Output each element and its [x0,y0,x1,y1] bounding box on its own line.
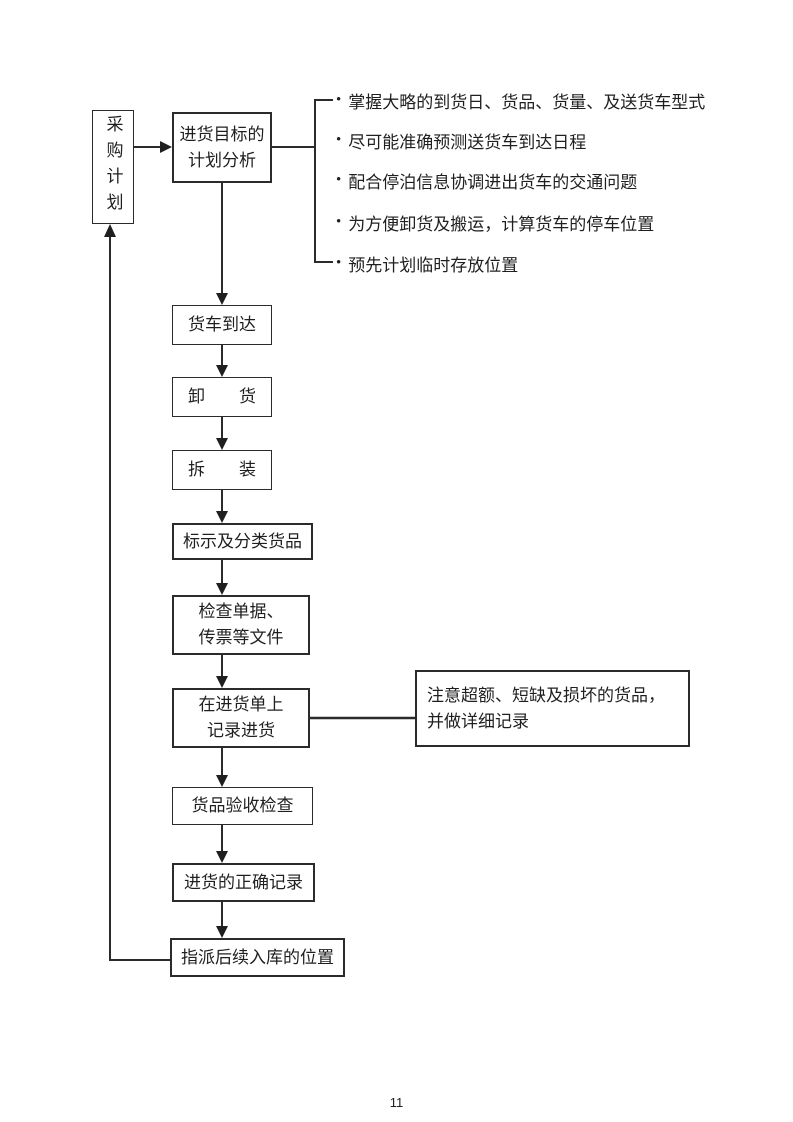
flow-box-purchase-plan: 采购计划 [92,110,134,224]
flow-box-unload-label: 卸 货 [188,387,256,406]
bullet-text-4: 为方便卸货及搬运，计算货车的停车位置 [348,214,655,234]
arrowhead-into-inspect [216,775,228,787]
flow-box-check-documents: 检查单据、 传票等文件 [172,595,310,655]
flow-box-inspection-label: 货品验收检查 [191,796,294,815]
flow-box-unload: 卸 货 [172,377,272,417]
arrowhead-into-docs [216,583,228,595]
flow-box-classify: 标示及分类货品 [172,523,313,560]
bullet-text-1: 掌握大略的到货日、货品、货量、及送货车型式 [348,92,706,112]
arrowhead-into-record [216,676,228,688]
connector-feedback-loop [109,237,170,961]
bullet-icon: • [336,254,342,271]
flow-box-check-documents-label: 检查单据、 传票等文件 [198,602,284,647]
arrowhead-into-classify [216,511,228,523]
arrowhead-into-plan [104,224,116,237]
flow-box-truck-arrival-label: 货车到达 [188,315,256,334]
flow-box-assign-location: 指派后续入库的位置 [170,938,345,977]
bullet-icon: • [336,171,342,188]
flow-box-correct-record-label: 进货的正确记录 [184,872,303,892]
arrowhead-into-arrival [216,293,228,305]
bullet-text-5: 预先计划临时存放位置 [348,255,519,275]
flow-box-truck-arrival: 货车到达 [172,305,272,345]
bullet-icon: • [336,91,342,108]
bullet-item-3: • 配合停泊信息协调进出货车的交通问题 [336,168,637,192]
flow-box-correct-record: 进货的正确记录 [172,863,315,902]
arrowhead-into-correct [216,851,228,863]
bullet-item-4: • 为方便卸货及搬运，计算货车的停车位置 [336,210,654,234]
flow-box-classify-label: 标示及分类货品 [183,531,302,551]
flow-box-unpack: 拆 装 [172,450,272,490]
flow-box-analysis: 进货目标的 计划分析 [172,112,272,183]
bullet-text-3: 配合停泊信息协调进出货车的交通问题 [348,172,638,192]
flow-box-purchase-plan-label: 采购计划 [103,115,123,219]
flow-box-inspection: 货品验收检查 [172,787,313,825]
flow-box-analysis-label: 进货目标的 计划分析 [179,124,265,170]
bullet-item-1: • 掌握大略的到货日、货品、货量、及送货车型式 [336,88,705,112]
flow-box-note-label: 注意超额、短缺及损坏的货品， 并做详细记录 [427,685,665,731]
bracket-bullets [314,99,333,263]
arrowhead-into-unload [216,365,228,377]
bullet-item-2: • 尽可能准确预测送货车到达日程 [336,128,586,152]
arrowhead-into-unpack [216,438,228,450]
flow-box-assign-location-label: 指派后续入库的位置 [181,947,334,967]
page-number: 11 [389,1095,404,1110]
bullet-icon: • [336,131,342,148]
bullet-icon: • [336,213,342,230]
arrowhead-into-analysis [160,141,172,153]
flow-box-note: 注意超额、短缺及损坏的货品， 并做详细记录 [415,670,690,747]
bullet-item-5: • 预先计划临时存放位置 [336,251,518,275]
arrowhead-into-assign [216,926,228,938]
bullet-text-2: 尽可能准确预测送货车到达日程 [348,132,587,152]
flow-box-unpack-label: 拆 装 [188,460,256,479]
flow-box-record-receipt: 在进货单上 记录进货 [172,688,310,748]
flow-box-record-receipt-label: 在进货单上 记录进货 [198,695,284,740]
